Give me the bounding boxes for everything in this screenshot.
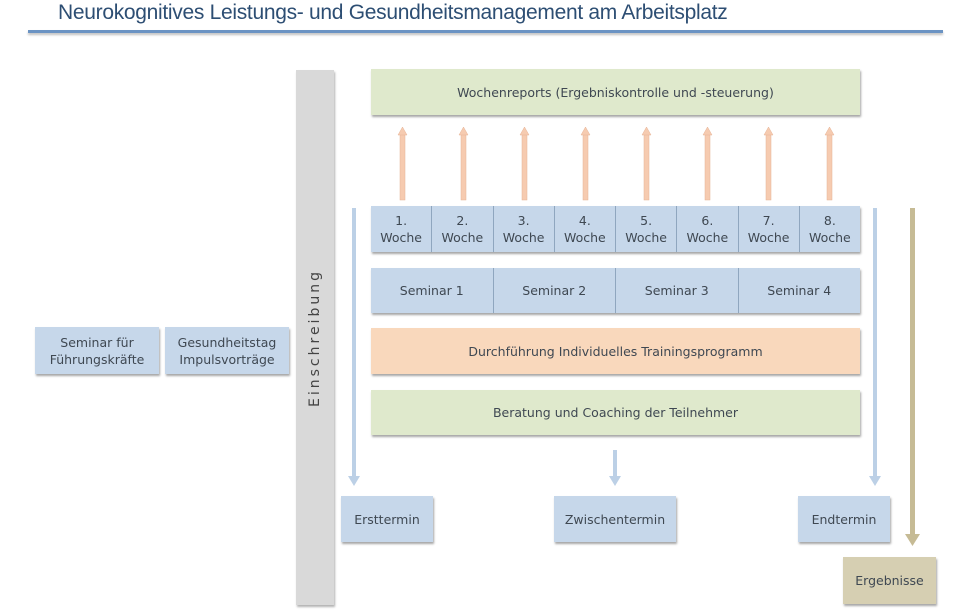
arrow-up-icon <box>397 126 408 201</box>
seminars-row: Seminar 1 Seminar 2 Seminar 3 Seminar 4 <box>371 268 860 313</box>
week-2: 2. Woche <box>432 206 494 252</box>
ersttermin-box: Ersttermin <box>341 496 433 542</box>
week-number: 6. <box>701 213 714 228</box>
week-number: 2. <box>456 213 469 228</box>
arrow-down-icon <box>905 208 920 546</box>
arrow-down-icon <box>869 208 881 486</box>
seminar-2: Seminar 2 <box>493 268 616 313</box>
week-label: Woche <box>686 230 729 245</box>
week-label: Woche <box>808 230 851 245</box>
wochenreports-box: Wochenreports (Ergebniskontrolle und -st… <box>371 69 860 115</box>
arrow-up-icon <box>702 126 713 201</box>
week-number: 4. <box>578 213 591 228</box>
box-label: Seminar für <box>60 334 134 350</box>
week-number: 3. <box>517 213 530 228</box>
arrow-down-icon <box>348 208 360 486</box>
arrow-up-icon <box>458 126 469 201</box>
coaching-box: Beratung und Coaching der Teilnehmer <box>371 390 860 435</box>
week-label: Woche <box>502 230 545 245</box>
week-4: 4. Woche <box>554 206 616 252</box>
seminar-4: Seminar 4 <box>738 268 860 313</box>
week-label: Woche <box>625 230 667 245</box>
endtermin-box: Endtermin <box>798 496 890 542</box>
weeks-row: 1.Woche 2.Woche 3.Woche 4.Woche 5.Woche … <box>371 206 860 252</box>
arrow-up-icon <box>519 126 530 201</box>
week-number: 1. <box>395 213 408 228</box>
box-label: Impulsvorträge <box>179 351 275 367</box>
arrow-up-icon <box>580 126 591 201</box>
seminar-1: Seminar 1 <box>371 268 494 313</box>
title-underline <box>28 30 943 33</box>
week-1: 1. Woche <box>371 206 433 252</box>
week-label: Woche <box>747 230 790 245</box>
page-title: Neurokognitives Leistungs- und Gesundhei… <box>58 1 728 24</box>
arrow-up-icon <box>824 126 835 201</box>
week-number: 5. <box>640 213 653 228</box>
arrow-up-icon <box>763 126 774 201</box>
training-box: Durchführung Individuelles Trainingsprog… <box>371 328 860 374</box>
week-3: 3. Woche <box>493 206 555 252</box>
box-label: Führungskräfte <box>49 351 145 367</box>
week-number: 7. <box>762 213 775 228</box>
week-8: 8. Woche <box>799 206 860 252</box>
box-label: Gesundheitstag <box>177 334 277 350</box>
week-label: Woche <box>563 230 606 245</box>
arrow-down-icon <box>609 450 621 486</box>
week-label: Woche <box>380 230 422 245</box>
arrow-up-icon <box>641 126 652 201</box>
seminar-3: Seminar 3 <box>616 268 739 313</box>
week-6: 6. Woche <box>677 206 739 252</box>
week-7: 7. Woche <box>738 206 800 252</box>
week-number: 8. <box>823 213 836 228</box>
einschreibung-bar: Einschreibung <box>296 70 334 605</box>
ergebnisse-box: Ergebnisse <box>843 557 936 604</box>
week-5: 5. Woche <box>616 206 678 252</box>
week-label: Woche <box>441 230 484 245</box>
einschreibung-label: Einschreibung <box>307 268 323 407</box>
zwischentermin-box: Zwischentermin <box>554 496 676 542</box>
